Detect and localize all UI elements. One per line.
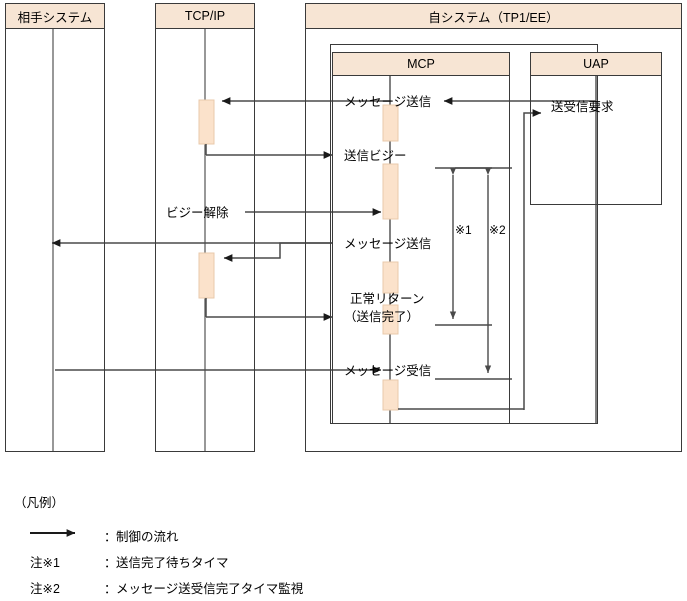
- timer-label-1: ※1: [455, 223, 472, 237]
- column-header-partner-label: 相手システム: [17, 10, 93, 25]
- inner-body-mcp: [332, 76, 510, 424]
- legend-row-flow: ： 制御の流れ: [30, 526, 179, 545]
- message-label-send-2: メッセージ送信: [344, 237, 432, 251]
- legend-row-note2: 注※2 ： メッセージ送受信完了タイマ監視: [30, 578, 303, 597]
- inner-header-mcp: MCP: [332, 52, 510, 76]
- message-label-receive: メッセージ受信: [344, 364, 432, 378]
- column-header-own-system: 自システム（TP1/EE）: [305, 3, 682, 29]
- column-header-partner: 相手システム: [5, 3, 105, 29]
- message-label-normal-return: 正常リターン: [350, 292, 425, 306]
- inner-header-uap-label: UAP: [583, 57, 609, 71]
- legend-title: （凡例）: [14, 496, 65, 510]
- activation-bars-mcp: [382, 104, 399, 411]
- legend-colon-flow: ：: [104, 530, 117, 544]
- column-body-tcpip: [155, 29, 255, 452]
- legend-row-note1: 注※1 ： 送信完了待ちタイマ: [30, 552, 229, 571]
- legend-colon-note2: ：: [104, 582, 117, 596]
- inner-header-mcp-label: MCP: [407, 57, 435, 71]
- column-header-own-system-label: 自システム（TP1/EE）: [428, 10, 559, 25]
- timer-marker-2: [435, 167, 512, 380]
- legend-text-note2: メッセージ送受信完了タイマ監視: [116, 582, 304, 596]
- legend-text-flow: 制御の流れ: [116, 530, 179, 544]
- legend-key-note2: 注※2: [30, 582, 60, 596]
- message-label-send-1: メッセージ送信: [344, 95, 432, 109]
- message-arrows: [51, 97, 596, 410]
- activation-bars-tcpip: [198, 99, 215, 299]
- column-header-tcpip: TCP/IP: [155, 3, 255, 29]
- arrow-request-to-uap: [523, 109, 542, 410]
- legend-text-note1: 送信完了待ちタイマ: [116, 556, 229, 570]
- timer-label-2: ※2: [489, 223, 506, 237]
- column-header-tcpip-label: TCP/IP: [184, 9, 226, 23]
- column-body-own-system: [305, 29, 682, 452]
- message-label-send-busy: 送信ビジー: [344, 149, 407, 163]
- legend-key-note1: 注※1: [30, 556, 60, 570]
- inner-body-uap: [530, 76, 662, 205]
- legend-colon-note1: ：: [104, 556, 117, 570]
- message-label-busy-release: ビジー解除: [166, 206, 229, 220]
- message-label-send-receive-request: 送受信要求: [551, 100, 614, 114]
- message-label-send-complete: （送信完了）: [344, 310, 420, 324]
- column-body-partner: [5, 29, 105, 452]
- inner-header-uap: UAP: [530, 52, 662, 76]
